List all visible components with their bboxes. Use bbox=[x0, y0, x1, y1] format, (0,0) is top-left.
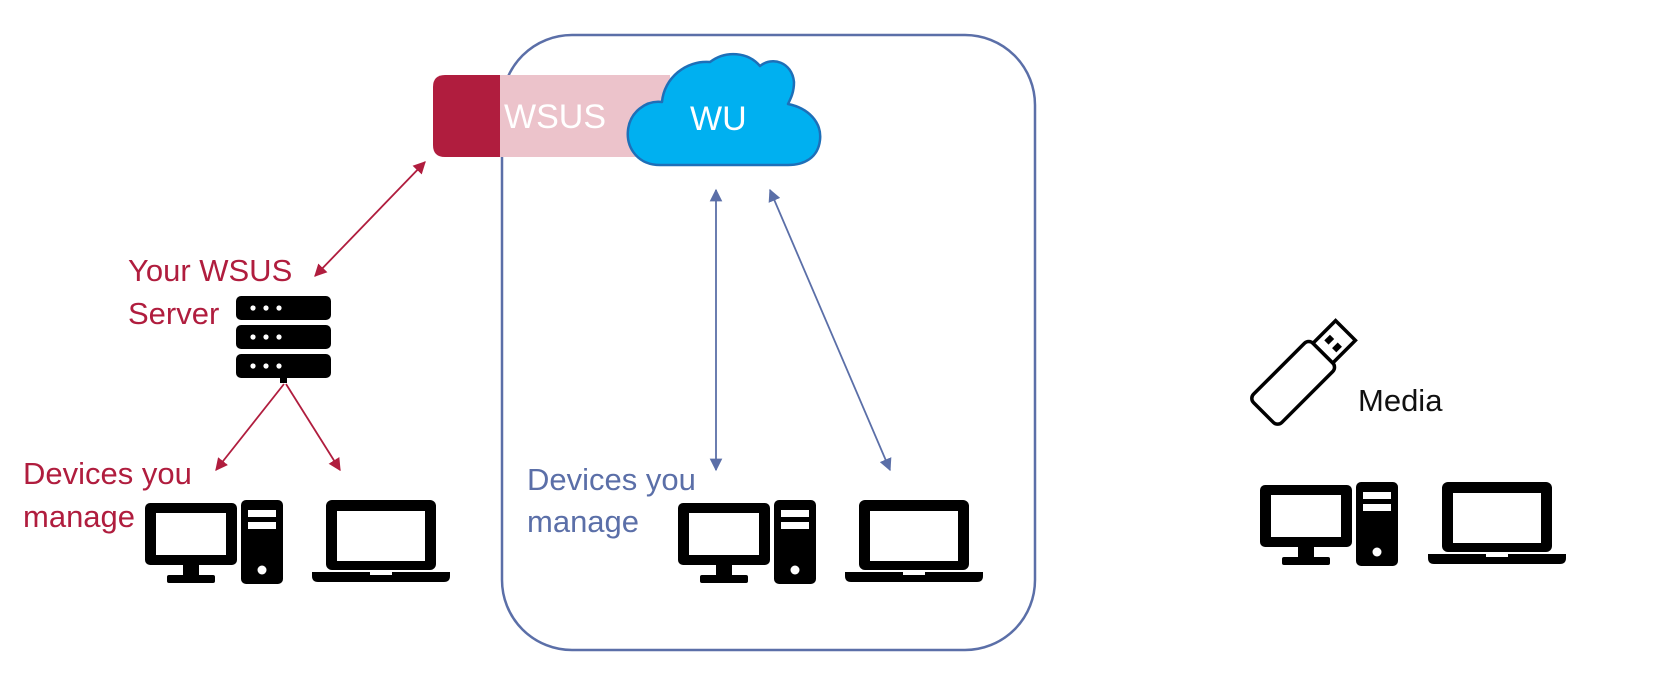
laptop-icon bbox=[1428, 482, 1566, 564]
devices-left-label-line1: Devices you bbox=[23, 456, 192, 491]
wsus-tab-accent bbox=[433, 75, 500, 157]
your-wsus-label-line1: Your WSUS bbox=[128, 253, 292, 288]
wu-laptop-arrow bbox=[768, 188, 892, 472]
wu-cloud: WU bbox=[626, 53, 822, 167]
desktop-tower-icon bbox=[678, 500, 816, 584]
wu-label: WU bbox=[690, 100, 747, 138]
devices-left-label-line2: manage bbox=[23, 499, 135, 534]
devices-mid-label-line2: manage bbox=[527, 504, 639, 539]
server-to-laptop-arrow bbox=[285, 383, 341, 472]
laptop-icon bbox=[312, 500, 450, 582]
server-rack-icon bbox=[236, 296, 331, 383]
laptop-icon bbox=[845, 500, 983, 582]
your-wsus-label-line2: Server bbox=[128, 296, 219, 331]
wsus-sync-arrow bbox=[314, 161, 426, 277]
cloud-icon bbox=[626, 53, 822, 167]
devices-mid-label-line1: Devices you bbox=[527, 462, 696, 497]
wu-region-boundary bbox=[500, 33, 1037, 652]
media-label: Media bbox=[1358, 383, 1443, 418]
wsus-tab-label: WSUS bbox=[504, 98, 606, 136]
desktop-tower-icon bbox=[145, 500, 283, 584]
server-to-desktop-arrow bbox=[215, 383, 285, 471]
usb-drive-icon bbox=[1250, 318, 1358, 426]
desktop-tower-icon bbox=[1260, 482, 1398, 566]
